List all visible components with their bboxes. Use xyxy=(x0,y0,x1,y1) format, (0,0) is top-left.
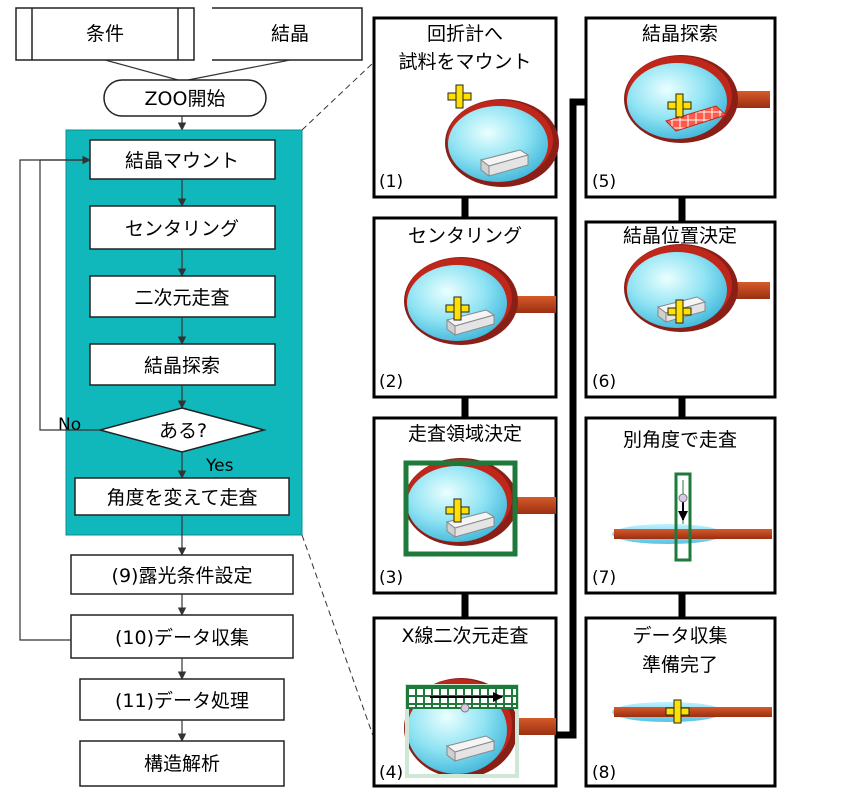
panel-4: X線二次元走査 (4) xyxy=(372,616,558,788)
panel-6-number: (6) xyxy=(592,372,616,392)
panel-8: データ収集 準備完了 (8) xyxy=(584,616,777,788)
crystal-label: 結晶 xyxy=(271,23,309,45)
panel-6: 結晶位置決定 (6) xyxy=(584,220,777,399)
panel-3-title: 走査領域決定 xyxy=(408,423,522,445)
panel-7-number: (7) xyxy=(592,568,616,588)
crosshair-icon xyxy=(445,296,470,321)
panel-6-title: 結晶位置決定 xyxy=(623,225,737,247)
process-step[interactable] xyxy=(79,678,285,721)
collect-step[interactable] xyxy=(70,614,294,659)
panel-1-number: (1) xyxy=(379,172,403,192)
panel-8-title: データ収集 xyxy=(632,625,727,647)
decision-label: ある? xyxy=(159,420,207,442)
structure-step[interactable] xyxy=(79,740,285,787)
crystal-hit-region xyxy=(665,105,727,132)
panel-4-title: X線二次元走査 xyxy=(401,625,528,647)
process-label: (11)データ処理 xyxy=(115,690,249,712)
panel-4-number: (4) xyxy=(379,763,403,783)
scan2d-label: 二次元走査 xyxy=(134,287,229,309)
crosshair-icon xyxy=(445,498,470,523)
flowchart: 条件 結晶 ZOO開始 結晶マウント センタリング 二次元走査 結晶探索 ある?… xyxy=(15,7,377,787)
panel-5-title: 結晶探索 xyxy=(642,23,718,45)
mount-step[interactable] xyxy=(89,139,276,180)
panel-1: 回折計へ 試料をマウント (1) xyxy=(372,16,559,199)
panel-5: 結晶探索 (5) xyxy=(584,16,777,199)
panel-connectors xyxy=(461,98,686,739)
auto-loop-region xyxy=(65,129,303,536)
panel-2-number: (2) xyxy=(379,372,403,392)
search-step[interactable] xyxy=(89,343,276,386)
vertical-scan-strip xyxy=(674,472,692,562)
mount-label: 結晶マウント xyxy=(125,150,239,172)
panel-7: 別角度で走査 (7) xyxy=(584,416,777,595)
panel-5-number: (5) xyxy=(592,172,616,192)
panel-8-number: (8) xyxy=(592,763,616,783)
search-label: 結晶探索 xyxy=(144,355,220,377)
crosshair-icon xyxy=(667,299,692,324)
collect-label: (10)データ収集 xyxy=(115,627,249,649)
exposure-label: (9)露光条件設定 xyxy=(112,565,253,587)
centering-step[interactable] xyxy=(89,205,276,250)
scan-region-frame xyxy=(403,460,518,557)
panel-2-title: センタリング xyxy=(408,225,522,247)
scan2d-step[interactable] xyxy=(89,275,276,318)
conditions-box[interactable] xyxy=(15,7,195,61)
crosshair-icon xyxy=(667,93,692,118)
conditions-label: 条件 xyxy=(86,23,124,45)
crosshair-icon xyxy=(665,699,690,724)
rotate-step[interactable] xyxy=(74,477,290,516)
crosshair-icon xyxy=(447,84,472,109)
panel-3-number: (3) xyxy=(379,568,403,588)
rotate-label: 角度を変えて走査 xyxy=(106,487,257,509)
panel-1-subtitle: 試料をマウント xyxy=(398,51,531,73)
zoo-start-label: ZOO開始 xyxy=(145,88,226,110)
yes-label: Yes xyxy=(205,456,234,476)
panel-1-title: 回折計へ xyxy=(427,23,503,45)
centering-label: センタリング xyxy=(125,218,239,240)
panel-3: 走査領域決定 (3) xyxy=(372,416,558,595)
zoo-start-button[interactable] xyxy=(103,79,267,117)
exposure-step[interactable] xyxy=(70,554,294,595)
panel-7-title: 別角度で走査 xyxy=(623,429,737,451)
no-label: No xyxy=(58,415,81,435)
structure-label: 構造解析 xyxy=(144,753,220,775)
panel-2: センタリング (2) xyxy=(372,216,558,399)
panel-8-subtitle: 準備完了 xyxy=(642,654,718,676)
